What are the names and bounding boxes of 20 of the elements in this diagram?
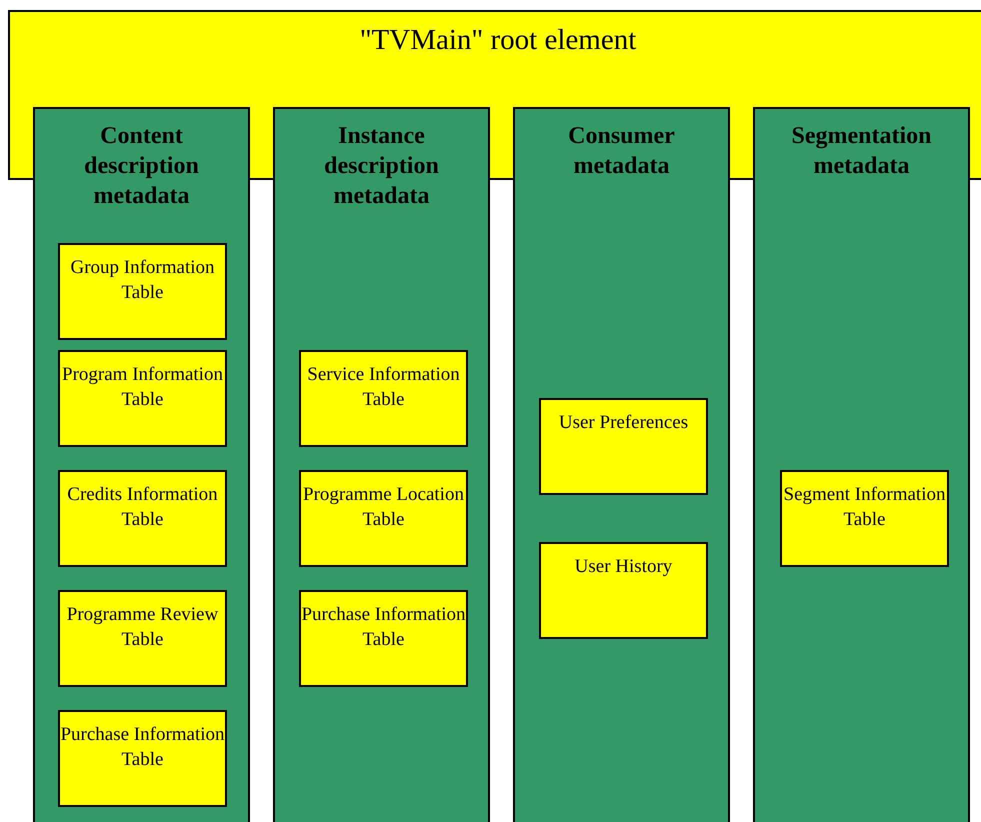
table-box: Group Information Table bbox=[58, 243, 227, 340]
table-box: Program Information Table bbox=[58, 350, 227, 447]
group-heading: Consumer metadata bbox=[567, 122, 676, 181]
table-box: Segment Information Table bbox=[780, 470, 949, 567]
table-box: Programme Location Table bbox=[299, 470, 468, 567]
group-heading: Instance description metadata bbox=[323, 122, 440, 211]
root-title: "TVMain" root element bbox=[360, 24, 636, 57]
table-box: User History bbox=[539, 542, 708, 639]
table-box: Credits Information Table bbox=[58, 470, 227, 567]
group-column bbox=[513, 107, 730, 822]
table-box: User Preferences bbox=[539, 398, 708, 495]
group-column bbox=[753, 107, 970, 822]
group-column bbox=[273, 107, 490, 822]
group-heading: Segmentation metadata bbox=[790, 122, 932, 181]
group-column bbox=[33, 107, 250, 822]
table-box: Purchase Information Table bbox=[58, 710, 227, 807]
group-heading: Content description metadata bbox=[83, 122, 200, 211]
table-box: Service Information Table bbox=[299, 350, 468, 447]
table-box: Purchase Information Table bbox=[299, 590, 468, 687]
table-box: Programme Review Table bbox=[58, 590, 227, 687]
